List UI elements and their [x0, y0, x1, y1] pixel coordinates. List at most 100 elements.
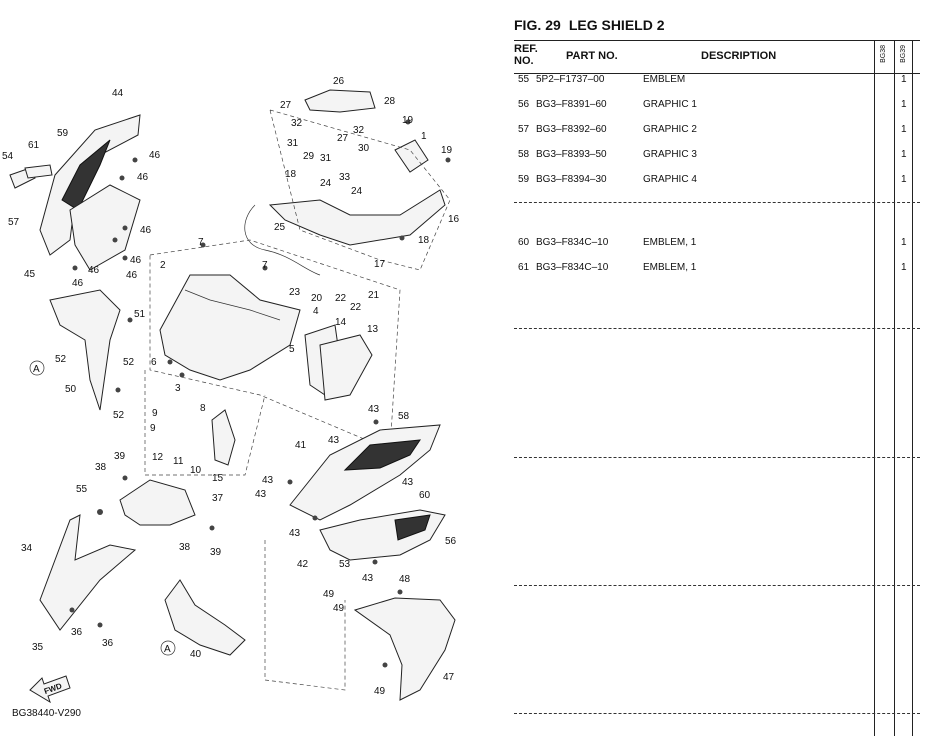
fastener: [119, 175, 125, 181]
callout-7: 7: [262, 260, 268, 271]
callout-39: 39: [114, 451, 126, 462]
part-side-panel-41: [289, 424, 441, 521]
callout-46: 46: [126, 270, 138, 281]
fwd-arrow-icon: [29, 675, 71, 704]
part-graphic-61: [24, 164, 53, 179]
callout-60: 60: [419, 490, 431, 501]
callout-24: 24: [320, 178, 332, 189]
callout-2: 2: [160, 260, 166, 271]
part-bracket-15: [211, 409, 236, 466]
part-frame-16: [268, 189, 446, 246]
callout-42: 42: [297, 559, 309, 570]
fastener: [69, 607, 75, 613]
callout-29: 29: [303, 151, 315, 162]
fastener: [122, 225, 128, 231]
cell-ref-no: 60: [518, 237, 530, 248]
fastener: [122, 255, 128, 261]
cell-description: GRAPHIC 4: [643, 174, 697, 185]
cell-part-no: BG3–F834C–10: [536, 262, 609, 273]
callout-19: 19: [402, 115, 414, 126]
callout-46: 46: [130, 255, 142, 266]
cell-qty-model-2: 1: [901, 99, 907, 110]
callout-43: 43: [289, 528, 301, 539]
section-separator: [514, 457, 920, 458]
leader-box-lower: [144, 370, 266, 476]
callout-9: 9: [152, 408, 158, 419]
callout-52: 52: [55, 354, 67, 365]
cell-part-no: BG3–F8394–30: [536, 174, 607, 185]
fastener: [372, 559, 378, 565]
figure-prefix: FIG.: [514, 17, 542, 33]
callout-61: 61: [28, 140, 40, 151]
callout-46: 46: [140, 225, 152, 236]
callout-16: 16: [448, 214, 460, 225]
fastener: [399, 235, 405, 241]
callout-55: 55: [76, 484, 88, 495]
fastener: [209, 525, 215, 531]
callout-40: 40: [190, 649, 202, 660]
callout-51: 51: [134, 309, 146, 320]
callout-18: 18: [418, 235, 430, 246]
callout-15: 15: [212, 473, 224, 484]
cell-description: GRAPHIC 1: [643, 99, 697, 110]
figure-number: 29: [545, 17, 561, 33]
header-ref-no: REF. NO.: [514, 43, 538, 67]
part-panel-13: [319, 334, 373, 401]
callout-37: 37: [212, 493, 224, 504]
cell-ref-no: 59: [518, 174, 530, 185]
fastener: [115, 387, 121, 393]
callout-22: 22: [350, 302, 362, 313]
part-emblem-60: [394, 514, 431, 541]
leader-box-center: [149, 239, 401, 451]
header-ref-line2: NO.: [514, 55, 534, 67]
header-description: DESCRIPTION: [701, 50, 777, 62]
column-divider: [912, 40, 913, 736]
cell-ref-no: 57: [518, 124, 530, 135]
callout-26: 26: [333, 76, 345, 87]
callout-49: 49: [333, 603, 345, 614]
callout-32: 32: [353, 125, 365, 136]
fastener: [445, 157, 451, 163]
callout-31: 31: [320, 153, 332, 164]
cell-description: EMBLEM: [643, 74, 686, 85]
callout-38: 38: [95, 462, 107, 473]
callout-56: 56: [445, 536, 457, 547]
fastener: [127, 317, 133, 323]
callout-33: 33: [339, 172, 351, 183]
callout-12: 12: [152, 452, 164, 463]
fastener: [97, 509, 103, 515]
callout-21: 21: [368, 290, 380, 301]
cell-description: GRAPHIC 3: [643, 149, 697, 160]
leader-lower-right: [264, 540, 346, 691]
parts-table: REF. NO. PART NO. DESCRIPTION BG38 BG39 …: [514, 40, 920, 273]
callout-3: 3: [175, 383, 181, 394]
column-divider: [894, 40, 895, 736]
callout-39: 39: [210, 547, 222, 558]
figure-name: LEG SHIELD 2: [568, 17, 665, 33]
part-top-cover-26: [304, 89, 376, 113]
callout-11: 11: [173, 456, 184, 467]
callout-48: 48: [399, 574, 411, 585]
callout-54: 54: [2, 151, 14, 162]
fastener: [112, 237, 118, 243]
ref-marker-a-circle: [160, 640, 176, 656]
ref-marker-a-circle: [29, 360, 45, 376]
cell-ref-no: 58: [518, 149, 530, 160]
cell-description: EMBLEM, 1: [643, 237, 697, 248]
part-graphic-58: [343, 439, 422, 471]
header-model-2: BG39: [900, 45, 907, 63]
callout-5: 5: [289, 344, 295, 355]
callout-18: 18: [285, 169, 297, 180]
cell-part-no: BG3–F834C–10: [536, 237, 609, 248]
callout-27: 27: [337, 133, 349, 144]
callout-22: 22: [335, 293, 347, 304]
fastener: [132, 157, 138, 163]
cell-description: EMBLEM, 1: [643, 262, 697, 273]
callout-10: 10: [190, 465, 202, 476]
callout-19: 19: [441, 145, 453, 156]
drawing-code: BG38440-V290: [12, 708, 81, 719]
callout-32: 32: [291, 118, 303, 129]
cell-ref-no: 61: [518, 262, 530, 273]
